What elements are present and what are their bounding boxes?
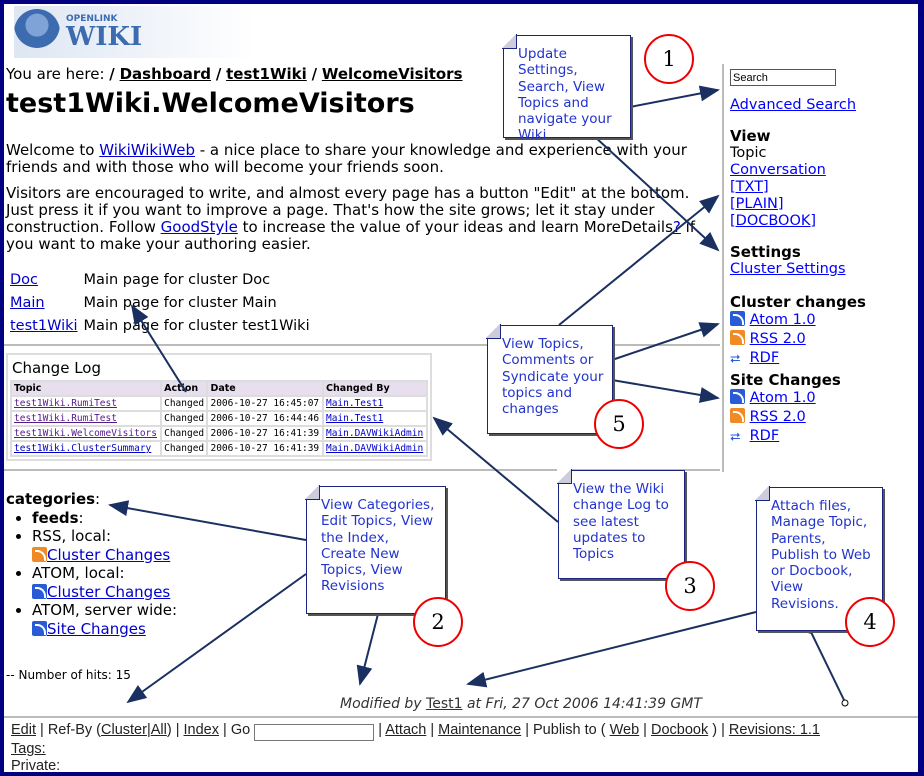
breadcrumb-page[interactable]: WelcomeVisitors [321, 65, 463, 83]
callout-1: Update Settings, Search, View Topics and… [502, 34, 631, 143]
site-atom-link[interactable]: Atom 1.0 [749, 390, 816, 406]
atom-cluster-changes-link[interactable]: Cluster Changes [47, 582, 171, 601]
cluster-rdf-link[interactable]: RDF [749, 350, 780, 366]
moredetails-create-link[interactable]: ? [672, 218, 681, 236]
search-input[interactable] [730, 69, 836, 86]
attach-link[interactable]: Attach [385, 722, 427, 738]
breadcrumb-dashboard[interactable]: Dashboard [119, 65, 212, 83]
breadcrumb: You are here: / Dashboard / test1Wiki / … [6, 65, 463, 83]
intro-text: Welcome to WikiWikiWeb - a nice place to… [6, 141, 696, 253]
categories: categories: feeds: RSS, local:Cluster Ch… [6, 490, 177, 638]
cluster-rss-link[interactable]: RSS 2.0 [749, 331, 806, 347]
atom-site-changes-link[interactable]: Site Changes [47, 619, 146, 638]
hit-count: -- Number of hits: 15 [6, 668, 131, 682]
goodstyle-link[interactable]: GoodStyle [160, 218, 238, 236]
maintenance-link[interactable]: Maintenance [438, 722, 522, 738]
cluster-link-main[interactable]: Main [10, 295, 45, 311]
revisions-link[interactable]: Revisions: 1.1 [728, 722, 820, 738]
publish-web-link[interactable]: Web [609, 722, 640, 738]
site-rss-link[interactable]: RSS 2.0 [749, 409, 806, 425]
people-logo-icon [14, 9, 60, 55]
sidebar: Advanced Search View Topic Conversation … [722, 64, 918, 472]
cluster-link-test1wiki[interactable]: test1Wiki [10, 318, 78, 334]
cluster-settings-link[interactable]: Cluster Settings [730, 261, 846, 277]
atom-icon [730, 311, 745, 326]
site-rdf-link[interactable]: RDF [749, 428, 780, 444]
docbook-link[interactable]: [DOCBOOK] [730, 213, 817, 229]
callout-number-3: 3 [665, 561, 715, 611]
wikiwikiweb-link[interactable]: WikiWikiWeb [99, 141, 195, 159]
breadcrumb-cluster[interactable]: test1Wiki [226, 65, 307, 83]
rss-cluster-changes-link[interactable]: Cluster Changes [47, 545, 171, 564]
divider [4, 469, 720, 471]
conversation-link[interactable]: Conversation [730, 162, 826, 178]
publish-docbook-link[interactable]: Docbook [650, 722, 709, 738]
change-log-title: Change Log [12, 359, 101, 377]
tags-link[interactable]: Tags: [11, 741, 46, 757]
callout-5: View Topics, Comments or Syndicate your … [486, 324, 613, 434]
rss-icon [730, 330, 745, 345]
plain-link[interactable]: [PLAIN] [730, 196, 784, 212]
refby-cluster-link[interactable]: Cluster [101, 722, 147, 738]
cluster-atom-link[interactable]: Atom 1.0 [749, 312, 816, 328]
cluster-link-doc[interactable]: Doc [10, 272, 39, 288]
callout-number-2: 2 [413, 597, 463, 647]
callout-number-5: 5 [594, 399, 644, 449]
modified-user-link[interactable]: Test1 [426, 696, 463, 712]
callout-number-4: 4 [845, 597, 895, 647]
page-title: test1Wiki.WelcomeVisitors [6, 88, 415, 119]
atom-icon [32, 620, 47, 636]
atom-icon [32, 583, 47, 599]
edit-link[interactable]: Edit [11, 722, 36, 738]
advanced-search-link[interactable]: Advanced Search [730, 97, 857, 113]
rss-icon [730, 408, 745, 423]
atom-icon [730, 389, 745, 404]
callout-number-1: 1 [644, 34, 694, 84]
go-input[interactable] [254, 724, 375, 741]
divider [4, 344, 720, 346]
callout-2: View Categories, Edit Topics, View the I… [305, 485, 446, 614]
callout-3: View the Wiki change Log to see latest u… [557, 469, 685, 579]
rdf-icon: ⮂ [730, 430, 741, 445]
index-link[interactable]: Index [183, 722, 219, 738]
footer-toolbar: Edit | Ref-By (Cluster|All) | Index | Go… [4, 716, 918, 772]
txt-link[interactable]: [TXT] [730, 179, 769, 195]
rss-icon [32, 546, 47, 562]
modified-info: Modified by Test1 at Fri, 27 Oct 2006 14… [340, 696, 702, 712]
rdf-icon: ⮂ [730, 352, 741, 367]
refby-all-link[interactable]: All [150, 722, 167, 738]
